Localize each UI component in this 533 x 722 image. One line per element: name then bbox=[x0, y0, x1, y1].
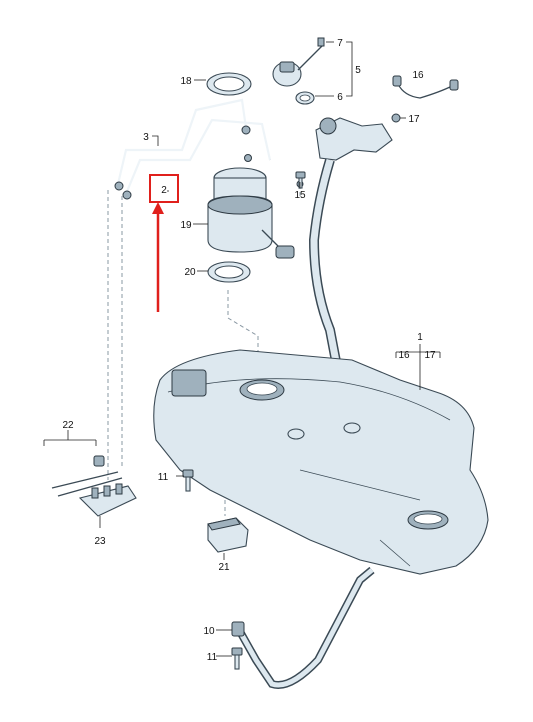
callout-15: 15 bbox=[294, 190, 306, 201]
callout-17-tank: 17 bbox=[424, 350, 436, 361]
callout-6: 6 bbox=[337, 92, 343, 103]
tank-strap-10 bbox=[231, 566, 375, 689]
callout-7: 7 bbox=[337, 38, 343, 49]
bolt-11-upper bbox=[182, 469, 194, 492]
callout-labels: 1 3 5 6 7 10 11 11 15 16 16 17 17 18 19 … bbox=[62, 38, 436, 663]
filler-cap-assembly bbox=[272, 37, 325, 105]
callout-1: 1 bbox=[417, 332, 423, 343]
seal-ring-18 bbox=[206, 72, 252, 96]
fuel-tank-1 bbox=[153, 349, 489, 575]
filler-neck bbox=[296, 117, 393, 373]
callout-10: 10 bbox=[203, 626, 215, 637]
callout-16-harness: 16 bbox=[412, 70, 424, 81]
highlight-box bbox=[149, 174, 179, 203]
callout-21: 21 bbox=[218, 562, 230, 573]
callout-16-tank: 16 bbox=[398, 350, 410, 361]
callout-20: 20 bbox=[184, 267, 196, 278]
wiring-harness-16 bbox=[391, 75, 459, 123]
callout-23: 23 bbox=[94, 536, 106, 547]
pipes-22 bbox=[51, 455, 123, 497]
callout-18: 18 bbox=[180, 76, 192, 87]
callout-17-harness: 17 bbox=[408, 114, 420, 125]
callout-5: 5 bbox=[355, 65, 361, 76]
leader-lines bbox=[43, 41, 441, 657]
highlight-arrowhead bbox=[152, 202, 164, 214]
bolt-11-lower bbox=[231, 647, 243, 670]
highlight-callout-2: 2 bbox=[149, 174, 179, 312]
bolt-15 bbox=[295, 171, 306, 189]
fuel-lines-assembly bbox=[114, 98, 272, 200]
callout-22: 22 bbox=[62, 420, 74, 431]
callout-3: 3 bbox=[143, 132, 149, 143]
clip-23 bbox=[78, 483, 137, 517]
bracket-21 bbox=[207, 517, 249, 553]
callout-11-lower: 11 bbox=[207, 652, 218, 663]
lock-ring-20 bbox=[207, 261, 251, 283]
fuel-pump-module-19 bbox=[207, 167, 295, 259]
callout-2: 2 bbox=[161, 185, 167, 196]
callout-19: 19 bbox=[180, 220, 192, 231]
callout-11-upper: 11 bbox=[158, 472, 169, 483]
